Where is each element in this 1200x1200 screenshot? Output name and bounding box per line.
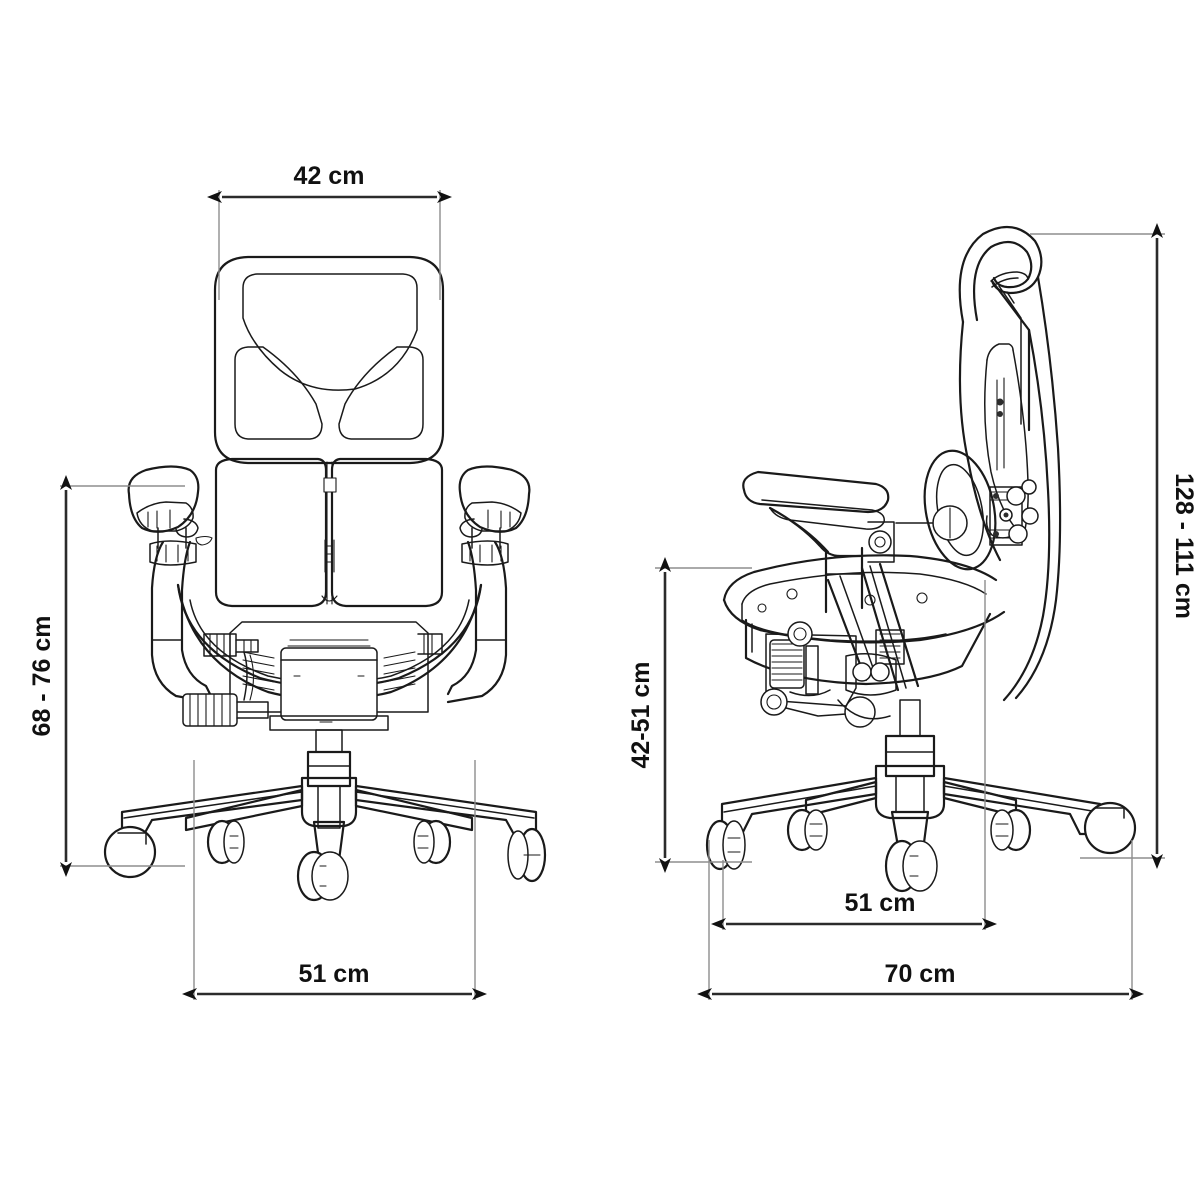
- dimension-label-70cm: 70 cm: [885, 960, 956, 988]
- front-view-drawing: [103, 255, 547, 902]
- dimension-label-68-76cm: 68 - 76 cm: [28, 616, 56, 737]
- dimension-front-width-base: 51 cm: [182, 760, 487, 1000]
- side-view-drawing: [705, 225, 1137, 893]
- dimension-label-51cm-side: 51 cm: [845, 889, 916, 917]
- dimension-label-42-51cm: 42-51 cm: [627, 661, 655, 768]
- dimension-label-51cm-front: 51 cm: [299, 960, 370, 988]
- dimension-front-width-top: 42 cm: [207, 162, 452, 300]
- dimension-label-42cm: 42 cm: [294, 162, 365, 190]
- dimension-side-seat-height: 42-51 cm: [627, 557, 752, 873]
- dimension-front-height: 68 - 76 cm: [28, 475, 185, 877]
- dimension-label-128-111cm: 128 - 111 cm: [1170, 473, 1198, 619]
- dimension-side-depth-seat: 51 cm: [711, 580, 997, 930]
- dimension-side-total-height: 128 - 111 cm: [1030, 223, 1198, 869]
- dimension-side-depth-total: 70 cm: [697, 840, 1144, 1000]
